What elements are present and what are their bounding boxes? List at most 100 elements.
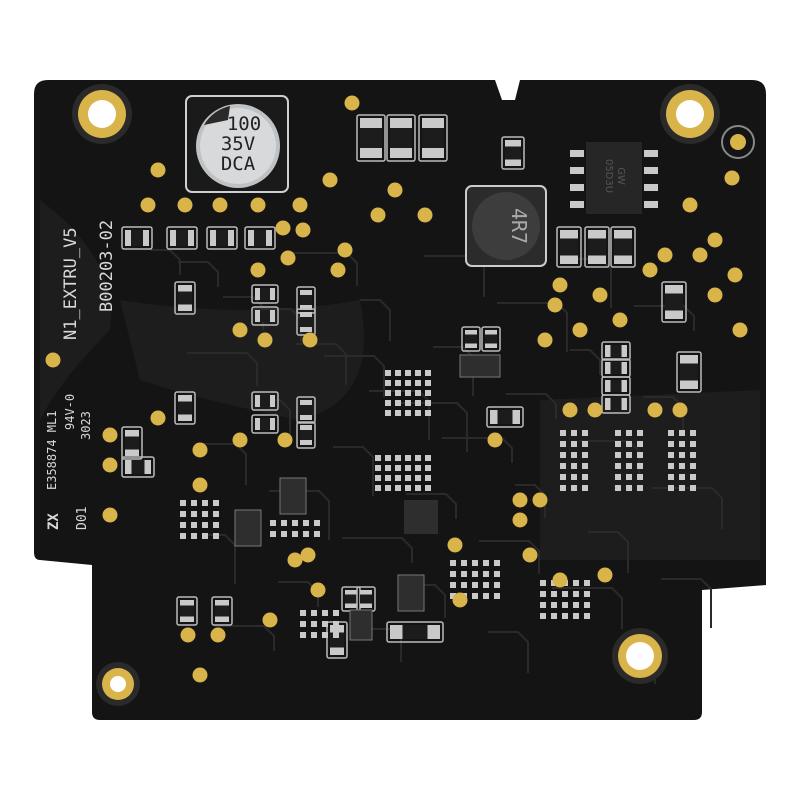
- pad: [425, 380, 431, 386]
- via: [292, 197, 308, 213]
- pad: [292, 520, 298, 526]
- pad: [425, 390, 431, 396]
- pad: [300, 312, 312, 317]
- via: [537, 332, 553, 348]
- via: [512, 512, 528, 528]
- component-outline: [244, 226, 276, 250]
- pad: [450, 593, 456, 599]
- pad: [605, 362, 611, 374]
- component-outline: [481, 326, 501, 352]
- pad: [582, 441, 588, 447]
- component-outline: [676, 351, 702, 393]
- via: [707, 287, 723, 303]
- pad: [668, 430, 674, 436]
- pad: [584, 580, 590, 586]
- pad: [588, 230, 606, 239]
- pad: [680, 380, 698, 389]
- pad: [405, 455, 411, 461]
- via: [724, 170, 740, 186]
- pad: [270, 418, 275, 430]
- trace: [178, 261, 219, 287]
- via: [692, 247, 708, 263]
- via: [275, 220, 291, 236]
- pad: [300, 327, 312, 332]
- pad: [582, 463, 588, 469]
- ul-code-label: E358874 ML1: [45, 411, 59, 490]
- pad: [228, 230, 234, 246]
- pad: [425, 455, 431, 461]
- via: [302, 332, 318, 348]
- via: [212, 197, 228, 213]
- component-outline: [296, 396, 316, 424]
- pad: [360, 148, 382, 158]
- pad: [210, 230, 216, 246]
- pad: [385, 370, 391, 376]
- pad: [202, 522, 208, 528]
- pad: [415, 390, 421, 396]
- pad: [472, 571, 478, 577]
- pad: [385, 390, 391, 396]
- component-outline: [211, 596, 233, 626]
- pad: [615, 430, 621, 436]
- trace: [150, 249, 181, 275]
- component-outline: [251, 391, 279, 411]
- resistor-body: [178, 291, 192, 305]
- pad: [333, 610, 339, 616]
- electrolytic-capacitor: 100 35V DCA: [185, 95, 289, 193]
- pad: [255, 310, 260, 322]
- capacitor-value: 100: [227, 113, 261, 135]
- component-outline: [386, 114, 416, 162]
- pad: [560, 485, 566, 491]
- via: [657, 247, 673, 263]
- pad: [626, 441, 632, 447]
- ic-pin: [570, 150, 584, 157]
- component-outline: [601, 394, 631, 414]
- pad: [143, 230, 149, 246]
- trace: [497, 302, 568, 352]
- transistor-package: [234, 509, 262, 547]
- pad: [300, 621, 306, 627]
- pad: [405, 465, 411, 471]
- pad: [345, 603, 357, 608]
- resistor-body: [610, 380, 622, 392]
- pad: [626, 430, 632, 436]
- trace: [324, 355, 385, 397]
- pad: [621, 345, 627, 357]
- pad: [483, 571, 489, 577]
- via: [572, 322, 588, 338]
- component-outline: [296, 421, 316, 449]
- pad: [314, 520, 320, 526]
- pad: [551, 602, 557, 608]
- pad: [679, 463, 685, 469]
- mounting-hole: [626, 642, 654, 670]
- pad: [300, 305, 312, 310]
- pad: [505, 140, 521, 147]
- pad: [690, 463, 696, 469]
- resistor-body: [610, 398, 622, 410]
- pad: [582, 430, 588, 436]
- pad: [300, 440, 312, 445]
- pad: [178, 414, 192, 421]
- resistor-body: [465, 334, 477, 344]
- component-outline: [174, 281, 196, 315]
- via: [250, 262, 266, 278]
- pad: [125, 449, 139, 456]
- pad: [330, 647, 344, 655]
- pad: [680, 355, 698, 364]
- pad: [584, 591, 590, 597]
- via: [192, 442, 208, 458]
- pad: [690, 452, 696, 458]
- via: [552, 277, 568, 293]
- trace: [415, 584, 446, 618]
- pad: [395, 410, 401, 416]
- pad: [300, 425, 312, 430]
- pad: [626, 485, 632, 491]
- pad: [405, 475, 411, 481]
- resistor-body: [300, 405, 312, 415]
- ic-pin: [570, 201, 584, 208]
- trace: [196, 443, 247, 485]
- pad: [573, 613, 579, 619]
- via: [337, 242, 353, 258]
- pad: [668, 463, 674, 469]
- pad: [665, 310, 683, 319]
